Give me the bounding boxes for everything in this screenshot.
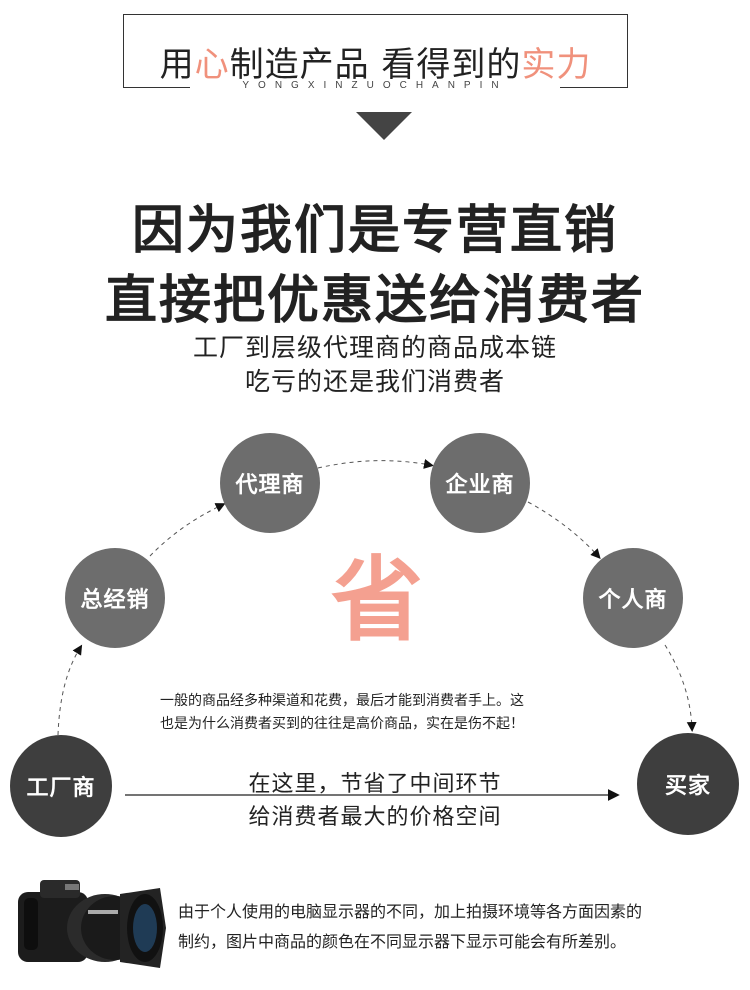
footer-line1: 由于个人使用的电脑显示器的不同，加上拍摄环境等各方面因素的 (178, 902, 643, 921)
footer-line2: 制约，图片中商品的颜色在不同显示器下显示可能会有所差别。 (178, 932, 627, 951)
down-triangle-icon (356, 112, 412, 140)
node-individual: 个人商 (583, 548, 683, 648)
connector-agent-enterprise (317, 459, 434, 469)
connector-individual-buyer (664, 644, 697, 732)
connector-enterprise-individual (527, 501, 601, 559)
note-line1: 一般的商品经多种渠道和花费，最后才能到消费者手上。这 (160, 693, 524, 709)
header-pinyin: YONGXINZUOCHANPIN (190, 80, 560, 91)
header-frame: 用心制造产品 看得到的实力 (123, 14, 628, 88)
node-agent: 代理商 (220, 433, 320, 533)
note-line2: 也是为什么消费者买到的往往是高价商品，实在是伤不起！ (160, 716, 524, 732)
subheadline-line2: 吃亏的还是我们消费者 (244, 367, 505, 396)
headline-line1: 因为我们是专营直销 (131, 201, 618, 261)
connector-factory-general (57, 644, 83, 736)
node-buyer: 买家 (637, 733, 739, 835)
node-factory: 工厂商 (10, 735, 112, 837)
node-general: 总经销 (65, 548, 165, 648)
subheadline-line1: 工厂到层级代理商的商品成本链 (192, 333, 557, 362)
arrow-caption-line2: 给消费者最大的价格空间 (248, 805, 502, 830)
arrow-caption-line1: 在这里，节省了中间环节 (248, 772, 502, 797)
headline-line2: 直接把优惠送给消费者 (104, 271, 645, 331)
node-enterprise: 企业商 (430, 433, 530, 533)
header-title: 用心制造产品 看得到的实力 (159, 45, 592, 85)
center-save-char: 省 (330, 547, 423, 654)
connector-general-agent (149, 503, 226, 557)
camera-icon (18, 880, 166, 968)
